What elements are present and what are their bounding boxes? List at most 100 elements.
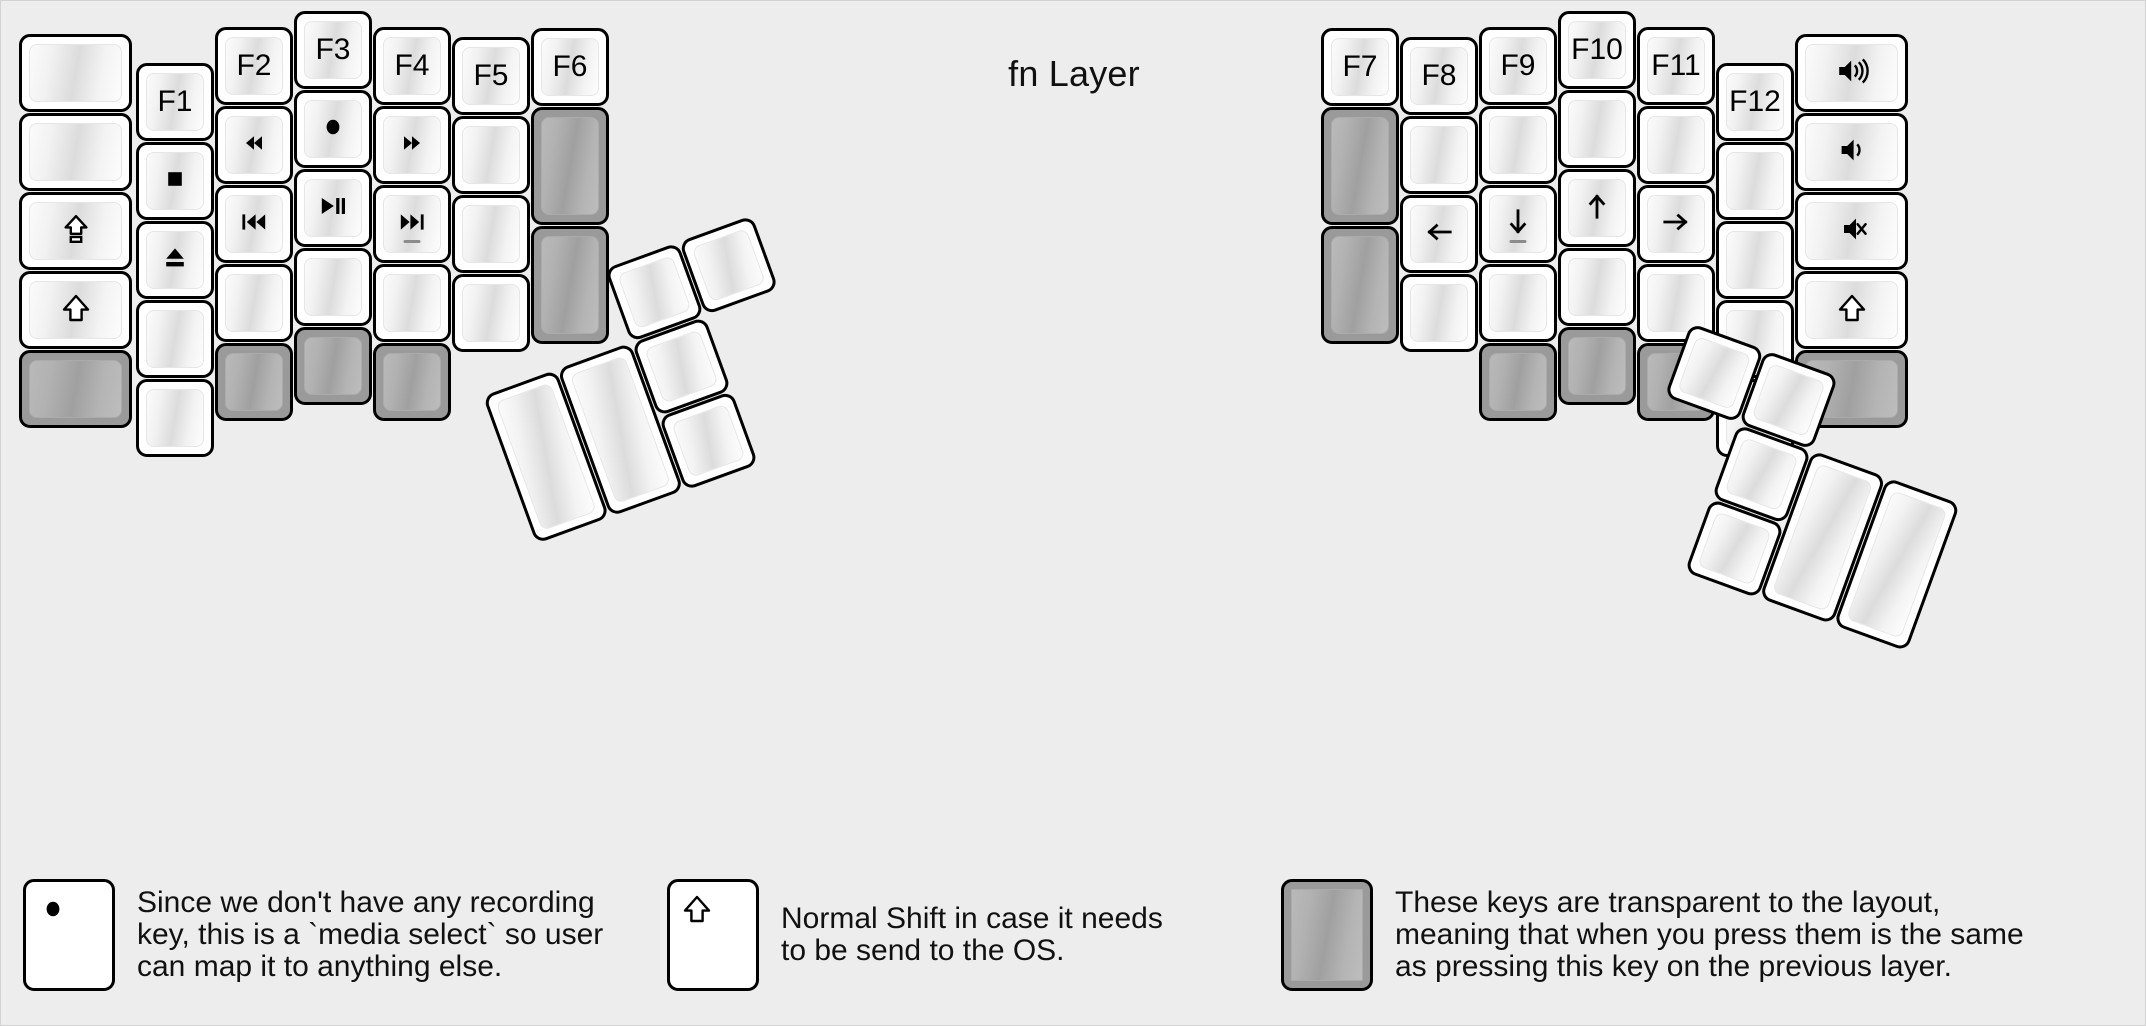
key-f4[interactable]: F4	[373, 27, 451, 105]
keycap-surface	[225, 116, 283, 174]
keycap-surface	[671, 403, 746, 478]
keycap-surface	[1805, 202, 1898, 260]
key-blank-11[interactable]	[1400, 116, 1478, 194]
keycap-surface: F2	[225, 37, 283, 95]
key-blank-9[interactable]	[452, 195, 530, 273]
key-transparent-6[interactable]	[1558, 327, 1636, 405]
key-blank-2[interactable]	[19, 113, 132, 191]
key-blank-3[interactable]	[136, 300, 214, 378]
key-blank-5[interactable]	[215, 264, 293, 342]
key-blank-16[interactable]	[1558, 248, 1636, 326]
key-rewind[interactable]	[215, 106, 293, 184]
key-transparent-tall-2[interactable]	[531, 226, 609, 344]
key-label: F12	[1729, 85, 1781, 118]
key-blank-17[interactable]	[1637, 106, 1715, 184]
keycap-surface	[1647, 116, 1705, 174]
keycap-surface	[146, 389, 204, 447]
key-blank-10[interactable]	[452, 274, 530, 352]
key-arrow-right[interactable]	[1637, 185, 1715, 263]
keycap-surface	[383, 116, 441, 174]
keycap-surface	[225, 195, 283, 253]
keycap-surface	[1568, 100, 1626, 158]
legend-shift: Normal Shift in case it needs to be send…	[667, 879, 1227, 991]
keycap-surface	[1647, 274, 1705, 332]
key-f12[interactable]: F12	[1716, 63, 1794, 141]
shift-icon	[1832, 288, 1872, 333]
key-volume-up[interactable]	[1795, 34, 1908, 112]
key-blank-4[interactable]	[136, 379, 214, 457]
key-blank-7[interactable]	[373, 264, 451, 342]
keycap-surface: F10	[1568, 21, 1626, 79]
key-blank-13[interactable]	[1479, 106, 1557, 184]
key-f5[interactable]: F5	[452, 37, 530, 115]
key-arrow-up[interactable]	[1558, 169, 1636, 247]
legend-shift-key-sample	[667, 879, 759, 991]
key-blank-12[interactable]	[1400, 274, 1478, 352]
key-blank-18[interactable]	[1637, 264, 1715, 342]
key-f1[interactable]: F1	[136, 63, 214, 141]
key-mute[interactable]	[1795, 192, 1908, 270]
key-f2[interactable]: F2	[215, 27, 293, 105]
legend-transparent: These keys are transparent to the layout…	[1281, 879, 2121, 991]
keycap-surface	[1291, 889, 1363, 981]
key-shift[interactable]	[19, 271, 132, 349]
key-f8[interactable]: F8	[1400, 37, 1478, 115]
key-f3[interactable]: F3	[294, 11, 372, 89]
keycap-surface	[146, 231, 204, 289]
key-transparent-tall-3[interactable]	[1321, 107, 1399, 225]
keycap-surface: F11	[1647, 37, 1705, 95]
key-stop[interactable]	[136, 142, 214, 220]
key-blank-20[interactable]	[1716, 221, 1794, 299]
key-play-pause[interactable]	[294, 169, 372, 247]
keycap-surface	[1647, 195, 1705, 253]
keycap-surface: F3	[304, 21, 362, 79]
key-transparent-3[interactable]	[294, 327, 372, 405]
key-label: F2	[236, 49, 272, 82]
key-arrow-left[interactable]	[1400, 195, 1478, 273]
key-blank-15[interactable]	[1558, 90, 1636, 168]
keycap-surface: F7	[1331, 38, 1389, 96]
key-next-track[interactable]	[373, 185, 451, 263]
key-blank-8[interactable]	[452, 116, 530, 194]
keycap-surface	[383, 274, 441, 332]
key-f7[interactable]: F7	[1321, 28, 1399, 106]
key-blank-19[interactable]	[1716, 142, 1794, 220]
key-fast-forward[interactable]	[373, 106, 451, 184]
key-f9[interactable]: F9	[1479, 27, 1557, 105]
key-blank-6[interactable]	[294, 248, 372, 326]
caps-lock-icon	[56, 209, 96, 254]
keycap-surface	[1489, 353, 1547, 411]
keycap-surface	[304, 337, 362, 395]
key-label: F6	[552, 50, 588, 83]
key-shift-right[interactable]	[1795, 271, 1908, 349]
key-transparent-2[interactable]	[215, 343, 293, 421]
key-record[interactable]	[294, 90, 372, 168]
keycap-surface	[29, 202, 122, 260]
key-f6[interactable]: F6	[531, 28, 609, 106]
key-transparent-4[interactable]	[373, 343, 451, 421]
fast-forward-icon	[392, 123, 432, 168]
key-eject[interactable]	[136, 221, 214, 299]
key-f11[interactable]: F11	[1637, 27, 1715, 105]
key-f10[interactable]: F10	[1558, 11, 1636, 89]
keycap-surface	[1726, 231, 1784, 289]
shift-icon	[677, 889, 749, 934]
keycap-surface	[1805, 44, 1898, 102]
key-volume-down[interactable]	[1795, 113, 1908, 191]
key-blank-14[interactable]	[1479, 264, 1557, 342]
key-blank-1[interactable]	[19, 34, 132, 112]
key-caps-lock[interactable]	[19, 192, 132, 270]
key-transparent-tall-4[interactable]	[1321, 226, 1399, 344]
key-arrow-down[interactable]	[1479, 185, 1557, 263]
key-label: F9	[1500, 49, 1536, 82]
key-prev-track[interactable]	[215, 185, 293, 263]
legend-strip: Since we don't have any recording key, t…	[1, 863, 2145, 1025]
key-transparent-tall-1[interactable]	[531, 107, 609, 225]
key-label: F11	[1651, 49, 1701, 82]
keycap-surface	[29, 123, 122, 181]
key-transparent-1[interactable]	[19, 350, 132, 428]
legend-record-key-sample	[23, 879, 115, 991]
keycap-surface: F6	[541, 38, 599, 96]
key-transparent-5[interactable]	[1479, 343, 1557, 421]
